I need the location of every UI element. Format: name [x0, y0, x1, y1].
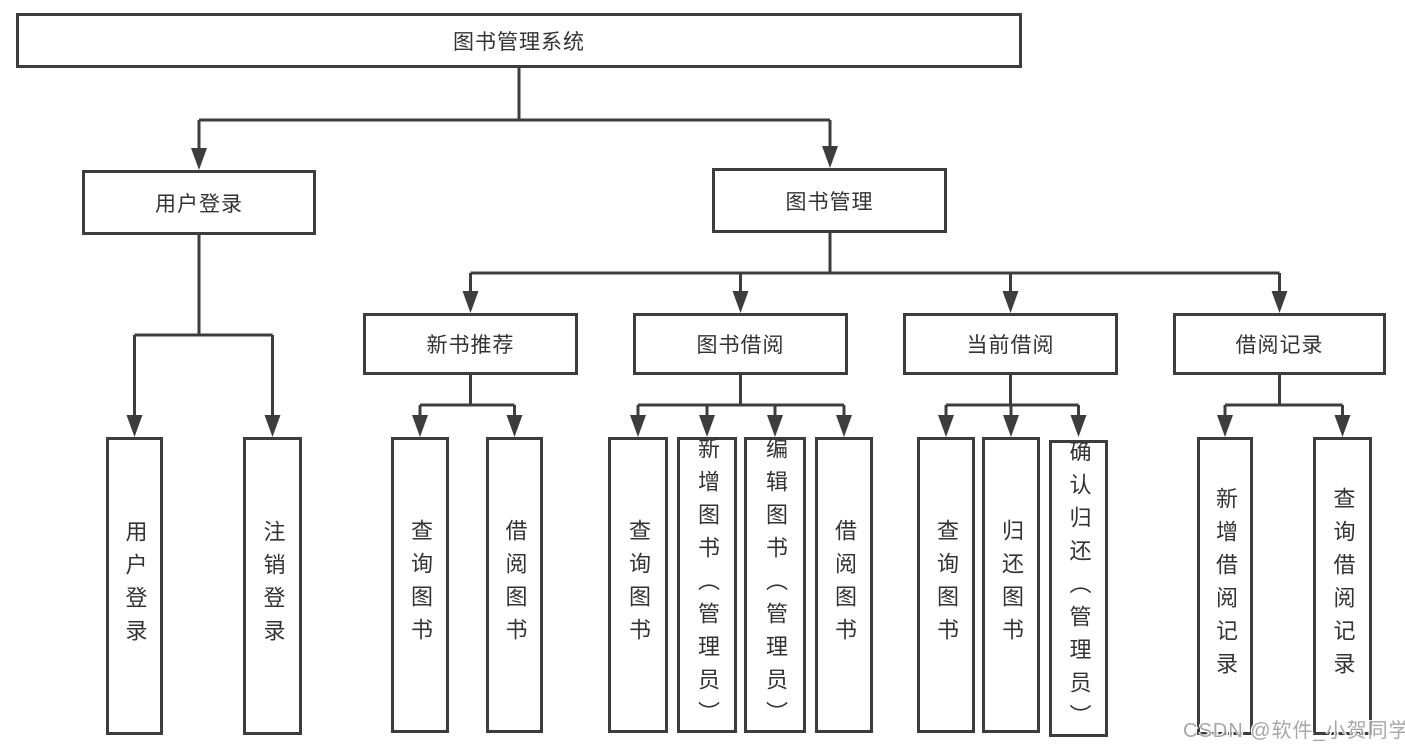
node-book-management: 图书管理: [712, 168, 947, 233]
leaf-borrow-query-books: 查询图书: [608, 437, 668, 733]
arrowhead-icons: [126, 146, 1351, 437]
leaf-current-query-books: 查询图书: [917, 437, 975, 733]
leaf-current-return-books: 归还图书: [982, 437, 1040, 733]
leaf-recommend-borrow-books: 借阅图书: [486, 437, 543, 733]
node-borrow-records: 借阅记录: [1173, 313, 1386, 375]
leaf-user-login: 用户登录: [106, 437, 163, 735]
leaf-borrow-edit-books-admin: 编辑图书（管理员）: [744, 437, 806, 734]
node-root-system: 图书管理系统: [16, 13, 1022, 68]
node-current-borrow: 当前借阅: [903, 313, 1118, 375]
leaf-records-add-record: 新增借阅记录: [1197, 437, 1253, 735]
leaf-records-query-record: 查询借阅记录: [1313, 437, 1372, 735]
leaf-borrow-add-books-admin: 新增图书（管理员）: [677, 437, 737, 734]
leaf-current-confirm-return-admin: 确认归还（管理员）: [1049, 440, 1108, 737]
leaf-borrow-borrow-books: 借阅图书: [815, 437, 873, 733]
leaf-logout: 注销登录: [243, 437, 302, 735]
node-book-borrow: 图书借阅: [633, 313, 848, 375]
leaf-recommend-query-books: 查询图书: [391, 437, 449, 733]
node-new-book-recommend: 新书推荐: [363, 313, 578, 375]
csdn-watermark: CSDN @软件_小贺同学: [1183, 720, 1405, 742]
node-user-login: 用户登录: [82, 170, 316, 235]
